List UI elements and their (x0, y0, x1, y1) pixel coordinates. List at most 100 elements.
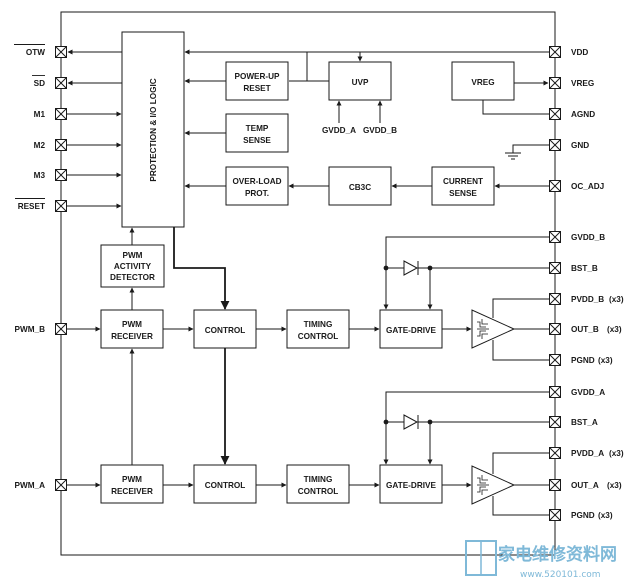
gate-drive-b-label: GATE-DRIVE (386, 326, 436, 335)
pwm-rx-a-label-2: RECEIVER (111, 487, 153, 496)
gate-drive-b-block: GATE-DRIVE (379, 309, 443, 349)
junction-dots (383, 265, 433, 425)
watermark-url: www.520101.com (520, 570, 601, 580)
pin-pwm-a: PWM_A (15, 479, 67, 491)
protection-logic-block: PROTECTION & I/O LOGIC (121, 31, 185, 228)
pin-pgnd-a-label: PGND (571, 511, 595, 520)
pin-gvdd-b-label: GVDD_B (571, 233, 605, 242)
pin-m2: M2 (34, 139, 67, 151)
chip-boundary (60, 11, 556, 556)
control-a-block: CONTROL (193, 464, 257, 504)
uvp-block: UVP (328, 61, 392, 101)
pwm-act-label-3: DETECTOR (110, 273, 155, 282)
pin-out-a-label: OUT_A (571, 481, 599, 490)
pin-vreg: VREG (549, 77, 594, 89)
diode-a-icon (403, 414, 419, 430)
pin-m3-label: M3 (34, 171, 46, 180)
control-b-block: CONTROL (193, 309, 257, 349)
output-stage-b-icon (471, 309, 516, 349)
pin-vdd: VDD (549, 46, 588, 58)
current-sense-label: SENSE (449, 189, 477, 198)
pin-gvdd-a-label: GVDD_A (571, 388, 605, 397)
pwm-receiver-a-block: PWM RECEIVER (100, 464, 164, 504)
pwm-rx-a-label-1: PWM (122, 475, 142, 484)
pin-agnd: AGND (549, 108, 595, 120)
pwm-receiver-b-block: PWM RECEIVER (100, 309, 164, 349)
pin-agnd-label: AGND (571, 110, 595, 119)
pin-gnd-label: GND (571, 141, 589, 150)
pin-bst-a: BST_A (549, 416, 598, 428)
uvp-label: UVP (352, 78, 369, 87)
output-stage-a-icon (471, 465, 516, 505)
signal-wires (67, 49, 549, 516)
pin-out-a: OUT_A (x3) (549, 479, 622, 491)
temp-label: TEMP (246, 124, 269, 133)
pin-m2-label: M2 (34, 141, 46, 150)
pin-gvdd-a: GVDD_A (549, 386, 605, 398)
reset-label: RESET (243, 84, 270, 93)
watermark: 家电维修资料网 www.520101.com (465, 540, 617, 580)
pin-pgnd-b-x3: (x3) (598, 356, 613, 365)
vreg-block: VREG (451, 61, 515, 101)
pwm-rx-b-label-2: RECEIVER (111, 332, 153, 341)
pin-reset-label: RESET (18, 202, 45, 211)
pin-pvdd-b-x3: (x3) (609, 295, 624, 304)
pin-pvdd-a: PVDD_A (x3) (549, 447, 624, 459)
control-a-label: CONTROL (205, 481, 245, 490)
pin-m1-label: M1 (34, 110, 46, 119)
protection-logic-label: PROTECTION & I/O LOGIC (149, 78, 158, 181)
pwm-act-label-1: PWM (122, 251, 142, 260)
pin-oc-adj: OC_ADJ (549, 180, 604, 192)
pwm-rx-b-label-1: PWM (122, 320, 142, 329)
pin-m3: M3 (34, 169, 67, 181)
control-b-label: CONTROL (205, 326, 245, 335)
pin-pvdd-b: PVDD_B (x3) (549, 293, 624, 305)
overload-label: OVER-LOAD (232, 177, 281, 186)
diode-b-icon (403, 260, 419, 276)
pin-out-b-x3: (x3) (607, 325, 622, 334)
power-up-label: POWER-UP (234, 72, 280, 81)
pin-bst-b: BST_B (549, 262, 598, 274)
pwm-activity-detector-block: PWM ACTIVITY DETECTOR (100, 244, 165, 288)
pin-bst-b-label: BST_B (571, 264, 598, 273)
cb3c-label: CB3C (349, 183, 371, 192)
sense-label: SENSE (243, 136, 271, 145)
temp-sense-block: TEMP SENSE (225, 113, 289, 153)
timing-b-label-1: TIMING (304, 320, 333, 329)
pin-pgnd-b: PGND (x3) (549, 354, 613, 366)
gate-drive-a-block: GATE-DRIVE (379, 464, 443, 504)
pin-vdd-label: VDD (571, 48, 588, 57)
timing-control-b-block: TIMING CONTROL (286, 309, 350, 349)
pin-gnd: GND (549, 139, 589, 151)
watermark-text: 家电维修资料网 (498, 544, 617, 565)
timing-a-label-1: TIMING (304, 475, 333, 484)
current-label: CURRENT (443, 177, 483, 186)
pin-out-a-x3: (x3) (607, 481, 622, 490)
control-path-thick (173, 227, 230, 465)
pin-sd-label: SD (34, 79, 45, 88)
pin-sd: SD (32, 75, 67, 89)
uvp-gvdd-b-label: GVDD_B (363, 126, 397, 135)
pin-pvdd-a-label: PVDD_A (571, 449, 604, 458)
pin-otw-label: OTW (26, 48, 45, 57)
prot-label: PROT. (245, 189, 269, 198)
pin-pgnd-a: PGND (x3) (549, 509, 613, 521)
pin-pwm-a-label: PWM_A (15, 481, 46, 490)
pin-pvdd-a-x3: (x3) (609, 449, 624, 458)
pin-pwm-b: PWM_B (15, 323, 67, 335)
pin-pgnd-b-label: PGND (571, 356, 595, 365)
pin-bst-a-label: BST_A (571, 418, 598, 427)
pin-pwm-b-label: PWM_B (15, 325, 46, 334)
cb3c-block: CB3C (328, 166, 392, 206)
uvp-gvdd-a-label: GVDD_A (322, 126, 356, 135)
pin-gvdd-b: GVDD_B (549, 231, 605, 243)
pwm-act-label-2: ACTIVITY (114, 262, 152, 271)
overload-prot-block: OVER-LOAD PROT. (225, 166, 289, 206)
timing-control-a-block: TIMING CONTROL (286, 464, 350, 504)
pin-out-b: OUT_B (x3) (549, 323, 622, 335)
vreg-label: VREG (471, 78, 494, 87)
pin-pvdd-b-label: PVDD_B (571, 295, 604, 304)
pin-otw: OTW (14, 44, 67, 58)
power-up-reset-block: POWER-UP RESET (225, 61, 289, 101)
pin-reset: RESET (15, 198, 67, 212)
